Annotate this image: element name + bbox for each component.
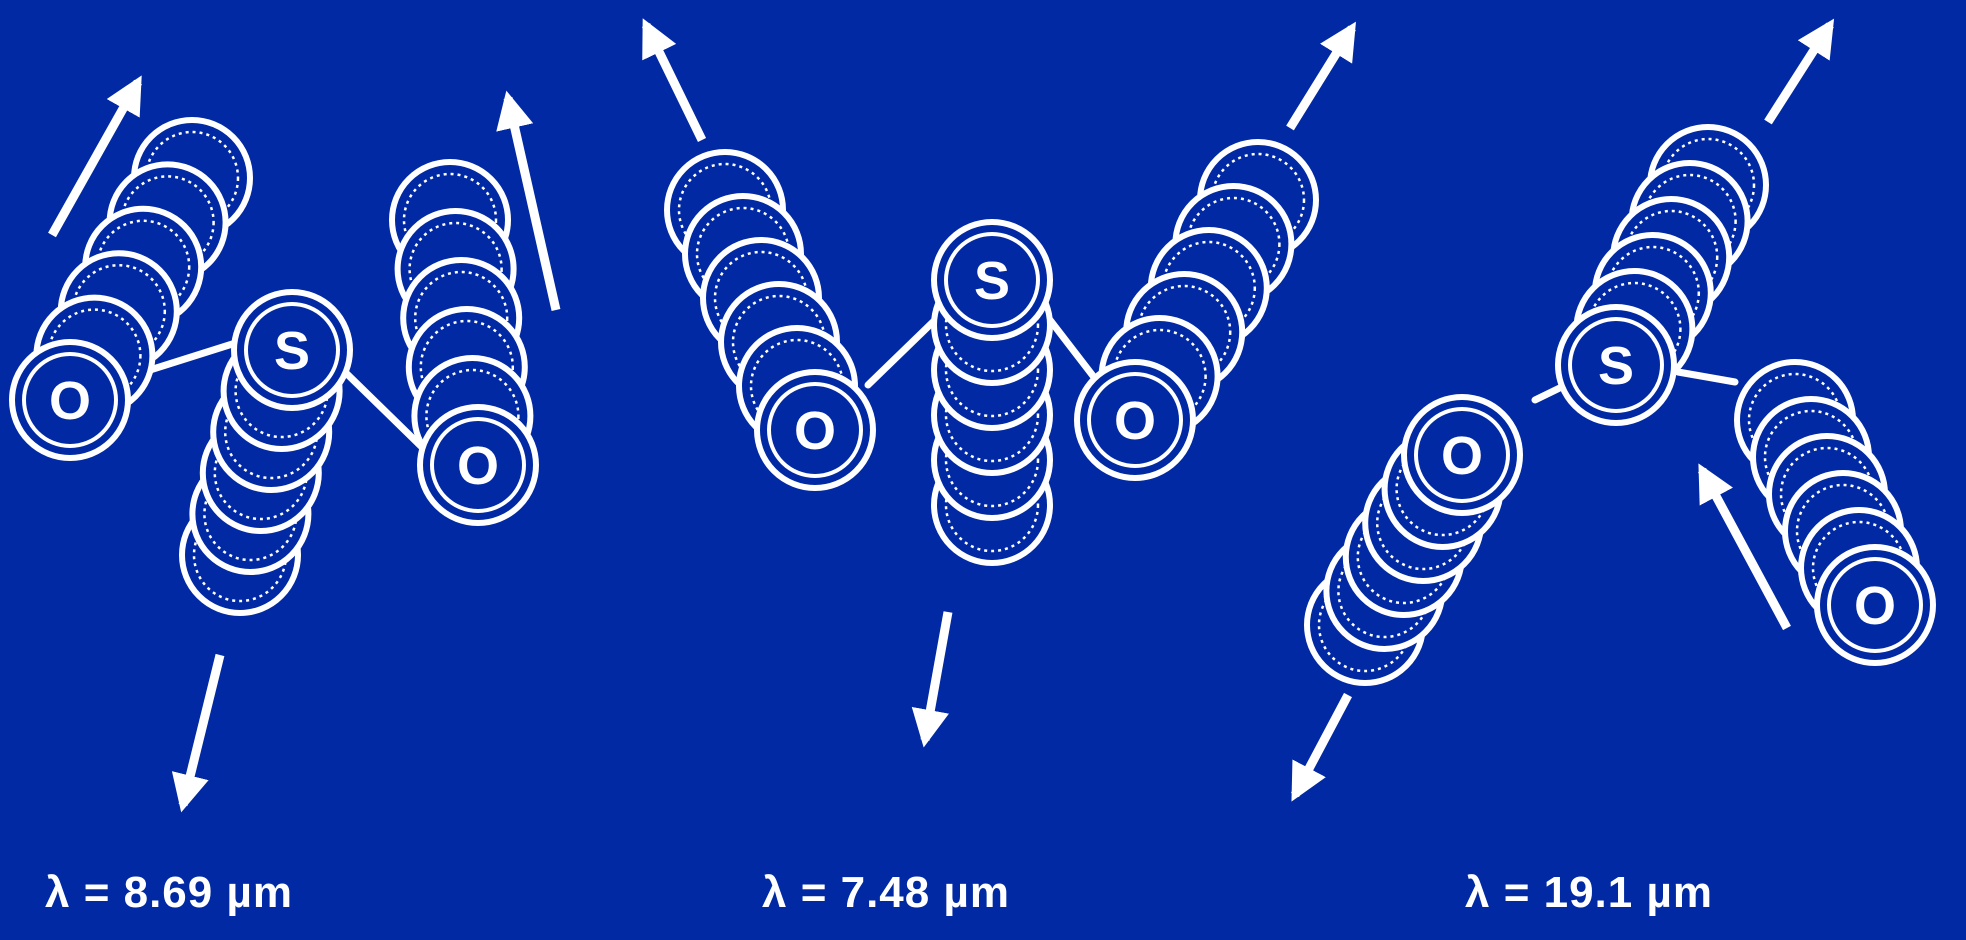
panel-3-oxygen-left-label: O <box>1441 426 1483 486</box>
panel-2-arrow-oxygen-left <box>646 25 702 140</box>
atom-layer: O S O O S O O S O <box>12 120 1933 683</box>
panel-3-arrow-sulfur <box>1768 25 1830 122</box>
panel-2-oxygen-right: O <box>1077 142 1316 478</box>
panel-2-arrow-oxygen-right <box>1290 28 1352 128</box>
panel-2-arrow-sulfur <box>925 612 948 740</box>
panel-1-oxygen-left-label: O <box>49 371 91 431</box>
panel-2-wavelength-label: λ = 7.48 µm <box>762 868 1010 918</box>
panel-3-bond-right <box>1678 372 1735 382</box>
panel-2-bond-left <box>868 320 935 385</box>
panel-1-sulfur: S <box>182 292 350 613</box>
panel-3-oxygen-left: O <box>1307 397 1520 683</box>
panel-2-oxygen-right-label: O <box>1114 391 1156 451</box>
panel-3-arrow-oxygen-left <box>1295 695 1348 795</box>
panel-2-oxygen-left-label: O <box>794 401 836 461</box>
panel-3-wavelength-label: λ = 19.1 µm <box>1465 868 1713 918</box>
panel-2-bond-right <box>1050 320 1100 385</box>
panel-3-oxygen-right-label: O <box>1854 576 1896 636</box>
panel-1-wavelength-label: λ = 8.69 µm <box>45 868 293 918</box>
panel-2-oxygen-left: O <box>667 152 873 488</box>
panel-2-sulfur: S <box>934 222 1050 563</box>
panel-1-arrow-sulfur <box>183 655 220 805</box>
panel-1-oxygen-left: O <box>12 120 250 458</box>
panel-2-sulfur-label: S <box>974 251 1010 311</box>
panel-3-oxygen-right: O <box>1737 362 1933 663</box>
panel-3-sulfur-label: S <box>1598 336 1634 396</box>
panel-1-oxygen-right-label: O <box>457 436 499 496</box>
panel-1-oxygen-right: O <box>392 162 536 523</box>
panel-1-sulfur-label: S <box>274 321 310 381</box>
